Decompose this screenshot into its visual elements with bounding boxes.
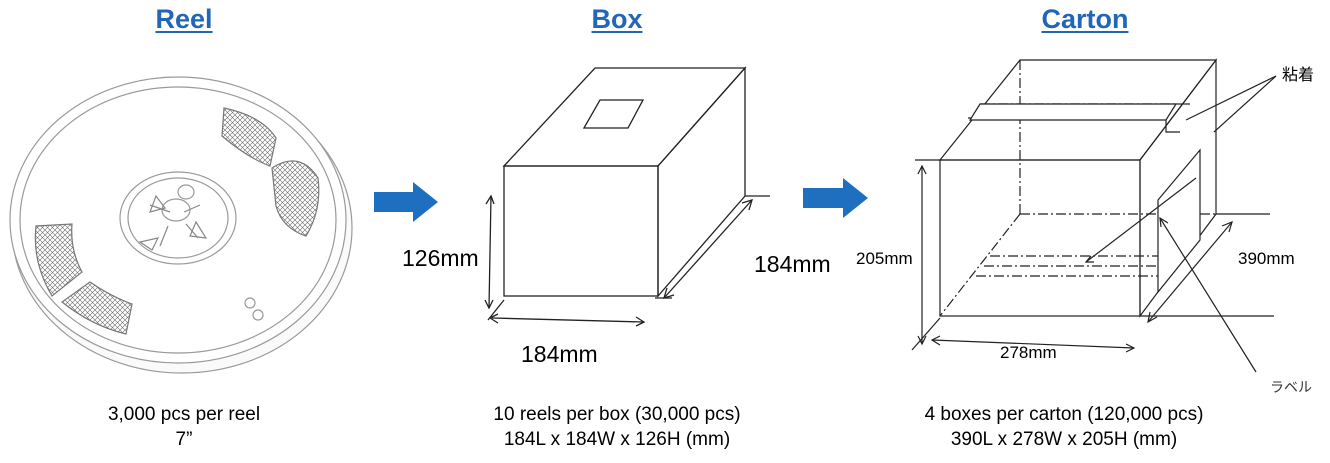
box-title: Box: [591, 4, 643, 34]
carton-caption: 4 boxes per carton (120,000 pcs) 390L x …: [854, 402, 1274, 452]
box-height-dim: [488, 195, 492, 309]
box-caption-line2: 184L x 184W x 126H (mm): [503, 429, 731, 450]
carton-caption-line2: 390L x 278W x 205H (mm): [950, 429, 1178, 450]
reel-illustration: [9, 76, 353, 374]
box-width-label: 184mm: [521, 341, 598, 367]
carton-caption-line1: 4 boxes per carton (120,000 pcs): [924, 404, 1204, 425]
box-caption: 10 reels per box (30,000 pcs) 184L x 184…: [407, 402, 827, 452]
carton-width-label: 278mm: [1000, 343, 1057, 362]
carton-tape-label: 粘着: [1282, 66, 1314, 84]
reel-caption-line2: 7”: [175, 429, 193, 450]
box-caption-line1: 10 reels per box (30,000 pcs): [493, 404, 741, 425]
carton-label-label: ラベル: [1270, 379, 1312, 395]
box-illustration: [484, 66, 770, 327]
carton-illustration: [911, 58, 1277, 373]
reel-title: Reel: [155, 4, 213, 34]
reel-caption: 3,000 pcs per reel 7”: [0, 402, 394, 452]
flow-arrow-2: [803, 178, 868, 218]
carton-title: Carton: [1041, 4, 1129, 34]
box-depth-label: 184mm: [754, 251, 831, 277]
carton-height-label: 205mm: [856, 249, 913, 268]
flow-arrow-1: [374, 182, 438, 222]
reel-caption-line1: 3,000 pcs per reel: [107, 404, 261, 425]
box-height-label: 126mm: [402, 245, 479, 271]
carton-depth-label: 390mm: [1238, 249, 1295, 268]
